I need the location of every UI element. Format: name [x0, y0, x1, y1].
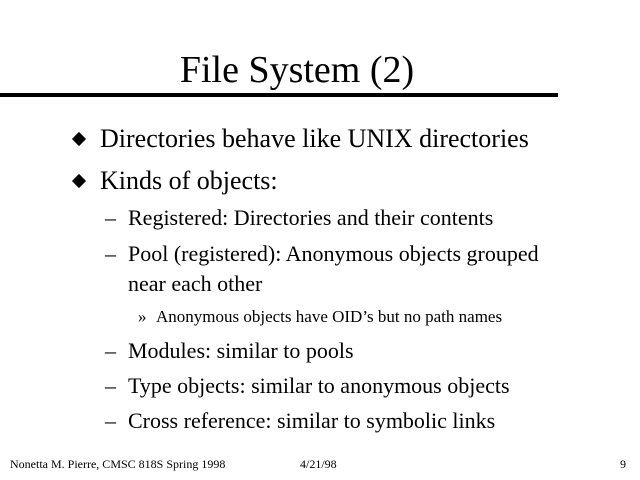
dash-bullet-icon: – — [105, 205, 116, 230]
sub-bullet-text: Type objects: similar to anonymous objec… — [128, 373, 510, 398]
footer-author: Nonetta M. Pierre, CMSC 818S Spring 1998 — [10, 457, 226, 471]
diamond-bullet-icon — [71, 131, 87, 147]
dash-bullet-icon: – — [105, 373, 116, 398]
slide-title: File System (2) — [179, 49, 415, 91]
sub-sub-bullet-text: Anonymous objects have OID’s but no path… — [156, 307, 503, 326]
title-underline — [0, 93, 558, 97]
dash-bullet-icon: – — [105, 338, 116, 363]
sub-bullet-text: near each other — [128, 271, 263, 296]
sub-bullet-text: Cross reference: similar to symbolic lin… — [128, 408, 496, 433]
footer-page-number: 9 — [620, 457, 626, 471]
dash-bullet-icon: – — [105, 408, 116, 433]
dash-bullet-icon: – — [105, 241, 116, 266]
sub-bullet-text: Registered: Directories and their conten… — [128, 205, 494, 230]
sub-bullet-text: Modules: similar to pools — [128, 338, 354, 363]
bullet-text: Kinds of objects: — [100, 166, 278, 195]
bullet-text: Directories behave like UNIX directories — [100, 124, 529, 153]
footer-date: 4/21/98 — [300, 457, 337, 471]
chevron-bullet-icon: » — [138, 307, 147, 326]
sub-bullet-text: Pool (registered): Anonymous objects gro… — [128, 241, 539, 266]
diamond-bullet-icon — [71, 173, 87, 189]
